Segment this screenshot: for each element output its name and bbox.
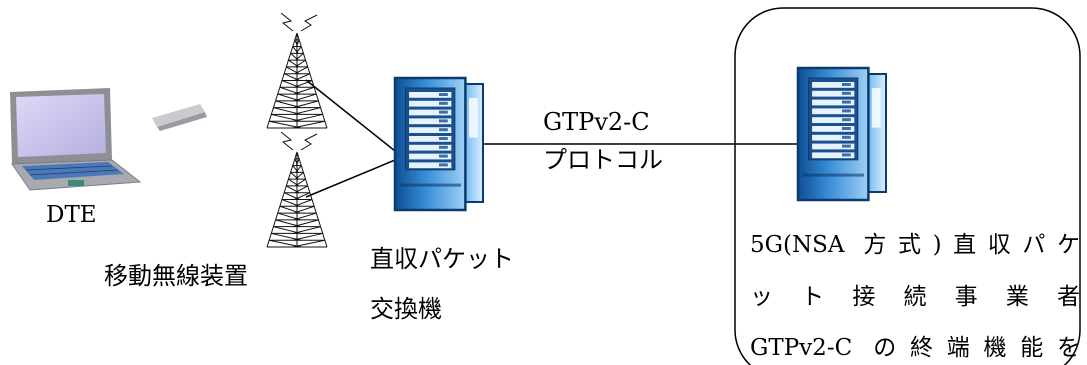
modem-icon bbox=[152, 104, 207, 131]
protocol-label-line2: プロトコル bbox=[543, 146, 663, 174]
exchange-label-line2: 交換機 bbox=[370, 295, 442, 323]
radio-device-label: 移動無線装置 bbox=[104, 262, 248, 290]
laptop-icon bbox=[10, 88, 142, 191]
operator-box-line: ッ ト 接 続 事 業 者 bbox=[750, 284, 1080, 310]
connection-lines bbox=[305, 79, 800, 198]
antenna-tower-icon bbox=[266, 131, 328, 248]
server-icon bbox=[393, 76, 485, 212]
protocol-label-line1: GTPv2-C bbox=[543, 108, 650, 136]
operator-box bbox=[734, 7, 1081, 365]
link-tower1-exchange bbox=[305, 79, 396, 152]
antenna-tower-icon bbox=[266, 12, 328, 129]
link-tower2-exchange bbox=[305, 159, 396, 198]
antenna-towers bbox=[266, 12, 328, 248]
operator-box-line: GTPv2-C の終端機能を bbox=[750, 335, 1080, 361]
operator-box-line: 5G(NSA 方式)直収パケ bbox=[750, 232, 1080, 258]
server-icon bbox=[796, 66, 888, 202]
exchange-label-line1: 直収パケット bbox=[370, 245, 514, 273]
dte-label: DTE bbox=[46, 202, 97, 228]
